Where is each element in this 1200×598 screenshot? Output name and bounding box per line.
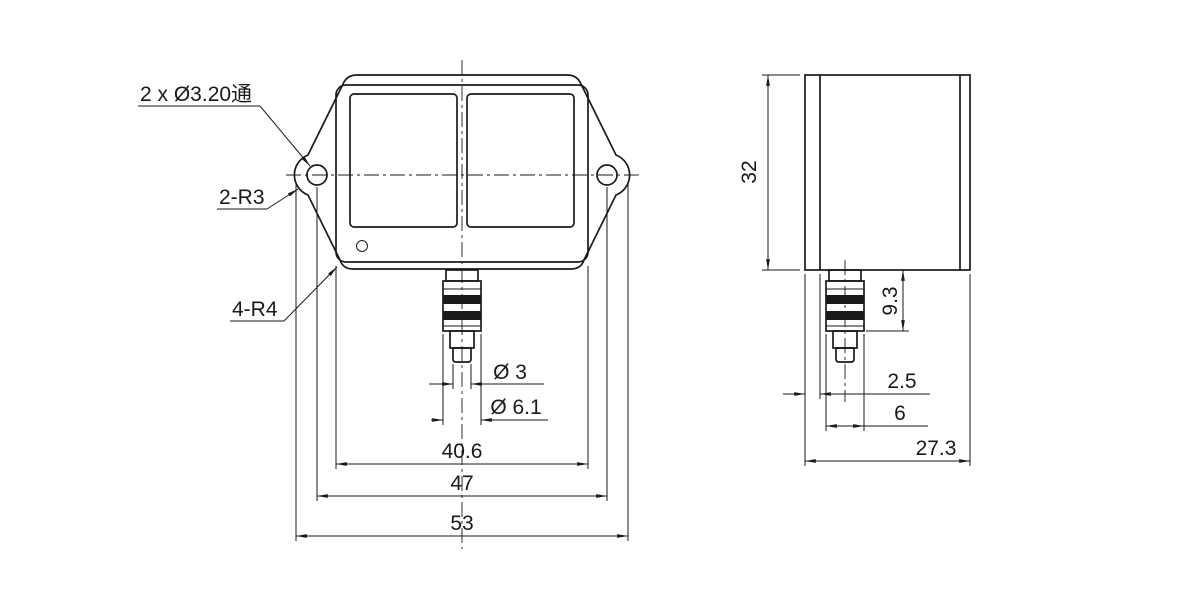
callout-holes-label: 2 x Ø3.20通 xyxy=(140,83,252,106)
dim-pin-diameter-label: Ø 3 xyxy=(493,361,527,384)
lens-window-right xyxy=(466,93,575,228)
side-body-outline xyxy=(804,74,971,271)
body-face xyxy=(335,84,589,263)
connector-knurl-band xyxy=(826,311,864,320)
dim-body-width-label: 40.6 xyxy=(442,440,483,463)
dim-depth-label: 27.3 xyxy=(916,437,957,460)
side-body xyxy=(804,74,971,271)
dim-connector-length-label: 9.3 xyxy=(879,286,902,315)
connector-knurl-band xyxy=(443,311,481,320)
front-centerlines xyxy=(286,60,639,549)
mounting-hole-right xyxy=(596,164,618,186)
dim-overall-width-label: 53 xyxy=(450,512,473,535)
dim-flange-thickness-label: 2.5 xyxy=(887,370,916,393)
front-callouts: 2 x Ø3.20通 2-R3 4-R4 xyxy=(138,83,338,322)
connector-knurl-band xyxy=(443,295,481,304)
callout-holes-leader xyxy=(259,105,311,167)
callout-ear-radius-label: 2-R3 xyxy=(219,186,265,209)
side-connector xyxy=(825,269,865,363)
mounting-holes xyxy=(306,164,618,186)
callout-body-radius-leader xyxy=(283,266,338,322)
dim-height-label: 32 xyxy=(738,160,761,183)
side-dimension-lines xyxy=(766,75,970,463)
callout-body-radius-label: 4-R4 xyxy=(232,298,278,321)
dim-stem-diameter-label: Ø 6.1 xyxy=(490,396,541,419)
mounting-hole-left xyxy=(306,164,328,186)
indicator-hole xyxy=(356,240,368,252)
lens-windows xyxy=(349,93,575,228)
connector-pin xyxy=(452,347,472,363)
lens-window-left xyxy=(349,93,458,228)
dim-stem-width-label: 6 xyxy=(894,402,906,425)
callout-ear-radius-leader xyxy=(266,188,299,210)
connector-knurl-band xyxy=(826,295,864,304)
front-extension-lines xyxy=(295,183,629,541)
front-connector xyxy=(442,269,482,363)
front-dimension-lines xyxy=(296,382,628,538)
side-view: 32 9.3 2.5 6 27.3 xyxy=(738,74,971,466)
dim-hole-spacing-label: 47 xyxy=(450,472,473,495)
connector-pin xyxy=(835,347,855,363)
front-view: Ø 3 Ø 6.1 40.6 47 53 2 x Ø3.20通 2-R3 4-R… xyxy=(138,60,639,549)
